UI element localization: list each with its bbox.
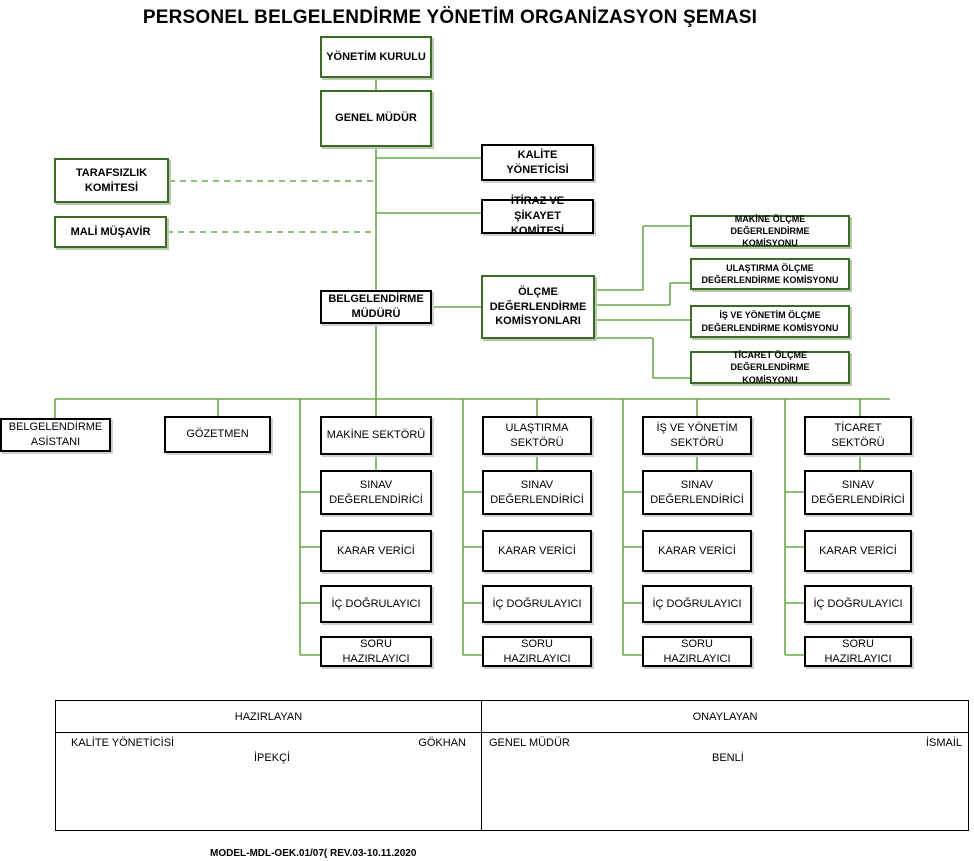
role-box: KARAR VERİCİ [804, 530, 912, 572]
sector-box: TİCARET SEKTÖRÜ [804, 416, 912, 455]
prepared-last-name: İPEKÇİ [254, 752, 291, 764]
role-box: İÇ DOĞRULAYICI [482, 585, 592, 623]
prepared-first-name: GÖKHAN [418, 737, 466, 749]
role-box: SINAV DEĞERLENDİRİCİ [642, 470, 752, 515]
objection-committee-box: İTİRAZ VE ŞİKAYET KOMİTESİ [481, 195, 594, 237]
approved-header: ONAYLAYAN [482, 701, 968, 733]
approved-role: GENEL MÜDÜR [489, 737, 570, 749]
role-box: SINAV DEĞERLENDİRİCİ [482, 470, 592, 515]
role-box: İÇ DOĞRULAYICI [320, 585, 432, 623]
prepared-column: HAZIRLAYAN KALİTE YÖNETİCİSİ GÖKHAN İPEK… [56, 701, 482, 830]
sector-box: İŞ VE YÖNETİM SEKTÖRÜ [642, 416, 752, 455]
role-box: SORU HAZIRLAYICI [642, 636, 752, 667]
financial-advisor-box: MALİ MÜŞAVİR [54, 216, 167, 248]
approved-first-name: İSMAİL [925, 737, 962, 749]
approved-last-name: BENLİ [712, 752, 744, 764]
evaluation-commissions-box: ÖLÇME DEĞERLENDİRME KOMİSYONLARI [481, 275, 595, 339]
role-box: SORU HAZIRLAYICI [320, 636, 432, 667]
approved-column: ONAYLAYAN GENEL MÜDÜR İSMAİL BENLİ [482, 701, 968, 830]
sector-box: MAKİNE SEKTÖRÜ [320, 416, 432, 455]
role-box: SORU HAZIRLAYICI [804, 636, 912, 667]
approval-table: HAZIRLAYAN KALİTE YÖNETİCİSİ GÖKHAN İPEK… [55, 700, 969, 831]
role-box: SORU HAZIRLAYICI [482, 636, 592, 667]
role-box: SINAV DEĞERLENDİRİCİ [804, 470, 912, 515]
impartiality-committee-box: TARAFSIZLIK KOMİTESİ [54, 158, 169, 203]
supervisor-box: GÖZETMEN [164, 416, 271, 453]
document-code: MODEL-MDL-OEK.01/07( REV.03-10.11.2020 [210, 848, 417, 859]
commission-box: ULAŞTIRMA ÖLÇME DEĞERLENDİRME KOMİSYONU [690, 258, 850, 290]
role-box: İÇ DOĞRULAYICI [642, 585, 752, 623]
certification-assistant-box: BELGELENDİRME ASİSTANI [0, 418, 111, 452]
sector-box: ULAŞTIRMA SEKTÖRÜ [482, 416, 592, 455]
general-manager-box: GENEL MÜDÜR [320, 90, 432, 147]
quality-manager-box: KALİTE YÖNETİCİSİ [481, 144, 594, 181]
role-box: KARAR VERİCİ [320, 530, 432, 572]
board-box: YÖNETİM KURULU [320, 36, 432, 78]
commission-box: MAKİNE ÖLÇME DEĞERLENDİRME KOMİSYONU [690, 214, 850, 248]
commission-box: İŞ VE YÖNETİM ÖLÇME DEĞERLENDİRME KOMİSY… [690, 305, 850, 338]
page-title: PERSONEL BELGELENDİRME YÖNETİM ORGANİZAS… [142, 7, 758, 28]
prepared-header: HAZIRLAYAN [56, 701, 481, 733]
certification-manager-box: BELGELENDİRME MÜDÜRÜ [320, 290, 432, 324]
role-box: SINAV DEĞERLENDİRİCİ [320, 470, 432, 515]
role-box: İÇ DOĞRULAYICI [804, 585, 912, 623]
commission-box: TİCARET ÖLÇME DEĞERLENDİRME KOMİSYONU [690, 350, 850, 385]
prepared-role: KALİTE YÖNETİCİSİ [71, 737, 175, 749]
role-box: KARAR VERİCİ [482, 530, 592, 572]
role-box: KARAR VERİCİ [642, 530, 752, 572]
